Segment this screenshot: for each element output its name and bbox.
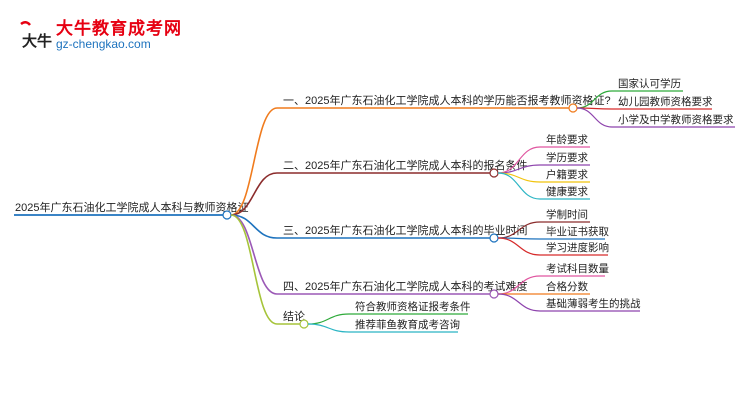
leaf-label: 符合教师资格证报考条件 bbox=[355, 300, 471, 313]
branch-5-label: 结论 bbox=[283, 309, 305, 323]
leaf-label: 毕业证书获取 bbox=[546, 225, 609, 238]
branch-2-label: 二、2025年广东石油化工学院成人本科的报名条件 bbox=[283, 158, 527, 172]
connector bbox=[497, 172, 541, 200]
leaf-label: 学习进度影响 bbox=[546, 241, 609, 254]
ox-logo-icon: 大牛 bbox=[18, 18, 52, 52]
node-dot bbox=[489, 289, 499, 299]
connector bbox=[307, 323, 350, 333]
node-dot bbox=[489, 233, 499, 243]
leaf-label: 考试科目数量 bbox=[546, 262, 609, 275]
logo-glyph: 大牛 bbox=[22, 32, 52, 50]
connector bbox=[230, 214, 278, 239]
branch-1-label: 一、2025年广东石油化工学院成人本科的学历能否报考教师资格证? bbox=[283, 93, 611, 107]
node-dot bbox=[568, 103, 578, 113]
leaf-label: 学历要求 bbox=[546, 151, 588, 164]
leaf-label: 小学及中学教师资格要求 bbox=[618, 113, 734, 126]
brand-url: gz-chengkao.com bbox=[56, 37, 151, 51]
leaf-label: 推荐菲鱼教育成考咨询 bbox=[355, 318, 460, 331]
leaf-label: 合格分数 bbox=[546, 280, 588, 293]
branch-4-label: 四、2025年广东石油化工学院成人本科的考试难度 bbox=[283, 279, 527, 293]
connector bbox=[576, 107, 613, 128]
connector bbox=[307, 313, 350, 325]
node-dot bbox=[489, 168, 499, 178]
brand-title: 大牛教育成考网 bbox=[56, 19, 182, 38]
leaf-label: 户籍要求 bbox=[546, 168, 588, 181]
leaf-label: 健康要求 bbox=[546, 185, 588, 198]
leaf-label: 幼儿园教师资格要求 bbox=[618, 95, 713, 108]
leaf-label: 国家认可学历 bbox=[618, 77, 681, 90]
leaf-label: 年龄要求 bbox=[546, 133, 588, 146]
node-dot bbox=[222, 210, 232, 220]
connector bbox=[230, 214, 278, 325]
root-topic-label: 2025年广东石油化工学院成人本科与教师资格证 bbox=[15, 200, 248, 214]
leaf-label: 基础薄弱考生的挑战 bbox=[546, 297, 641, 310]
connector bbox=[497, 293, 541, 312]
connector bbox=[230, 107, 278, 216]
leaf-label: 学制时间 bbox=[546, 208, 588, 221]
branch-3-label: 三、2025年广东石油化工学院成人本科的毕业时间 bbox=[283, 223, 527, 237]
connector bbox=[230, 172, 278, 216]
node-dot bbox=[299, 319, 309, 329]
connector bbox=[497, 237, 541, 256]
